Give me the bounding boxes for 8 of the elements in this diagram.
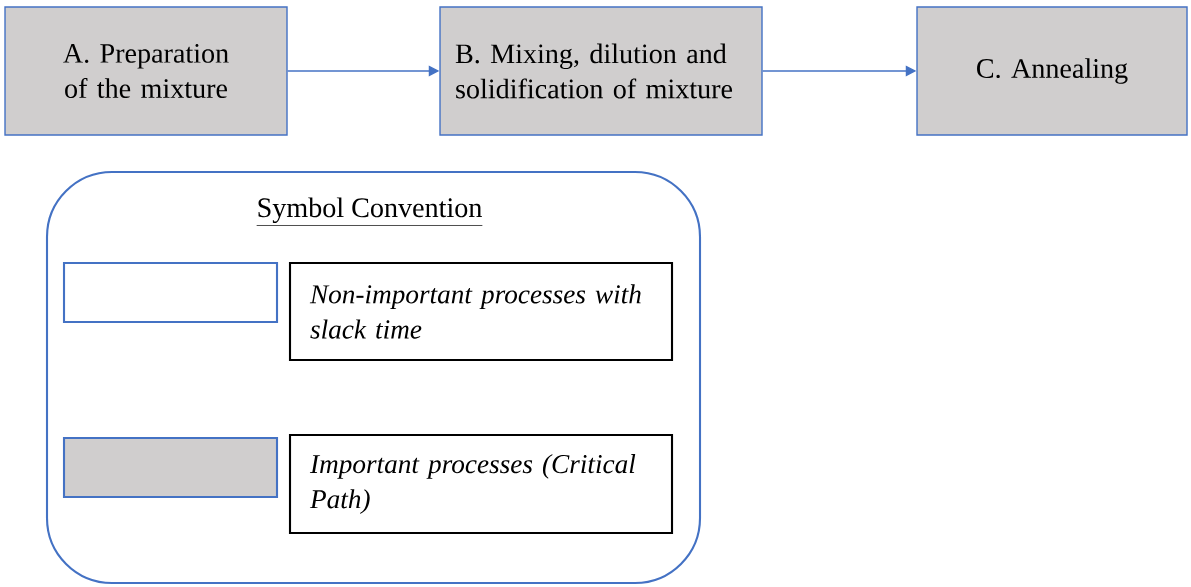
panel-heading: Symbol Convention: [256, 197, 483, 226]
legend-swatch: [62, 436, 279, 499]
legend-description-box: Important processes (Critical Path): [288, 433, 674, 535]
process-box: B. Mixing, dilution and solidification of mixture: [439, 6, 763, 136]
process-box: C. Annealing: [916, 6, 1188, 136]
legend-swatch: [62, 261, 279, 324]
process-box: A. Preparation of the mixture: [4, 6, 288, 136]
legend-description-box: Non-important processes with slack time: [288, 261, 674, 362]
